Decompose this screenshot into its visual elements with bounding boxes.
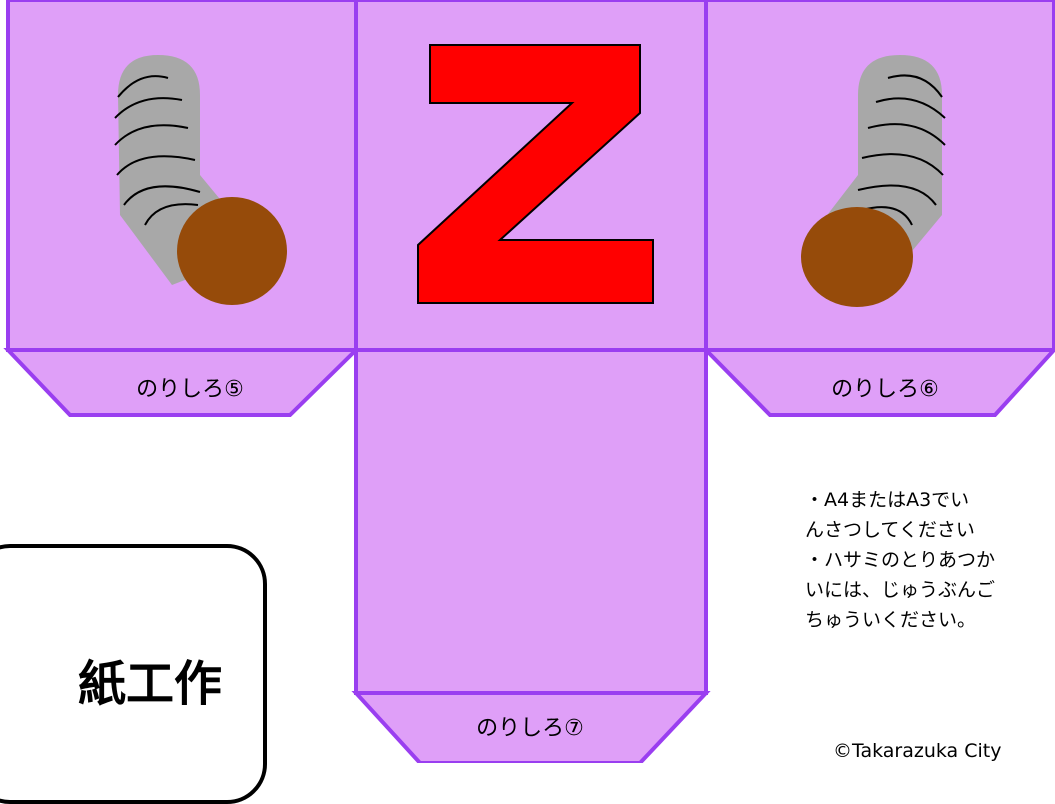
craft-template xyxy=(3,0,1055,763)
glue-tab-5-label: のりしろ⑤ xyxy=(136,377,244,402)
instruction-line: ちゅういください。 xyxy=(805,609,977,631)
larva-right-icon xyxy=(801,55,946,307)
instruction-line: ・ハサミのとりあつか xyxy=(805,549,996,571)
larva-left-icon xyxy=(114,55,287,305)
copyright: ©Takarazuka City xyxy=(833,740,1002,762)
instruction-line: ・A4またはA3でい xyxy=(805,489,970,511)
page-title: 紙工作 xyxy=(77,656,222,712)
glue-tab-7-label: のりしろ⑦ xyxy=(476,716,584,741)
instruction-line: んさつしてください xyxy=(805,519,975,541)
glue-tab-6-label: のりしろ⑥ xyxy=(831,377,939,402)
glue-tab-5 xyxy=(3,348,361,417)
letter-z-shape xyxy=(417,44,654,304)
bottom-panel xyxy=(354,348,708,695)
instruction-line: いには、じゅうぶんご xyxy=(805,579,996,601)
glue-tab-6 xyxy=(701,348,1055,417)
instructions: ・A4またはA3でい んさつしてください ・ハサミのとりあつか いには、じゅうぶ… xyxy=(805,485,1055,635)
glue-tab-7 xyxy=(351,691,711,763)
title-box xyxy=(0,544,267,804)
